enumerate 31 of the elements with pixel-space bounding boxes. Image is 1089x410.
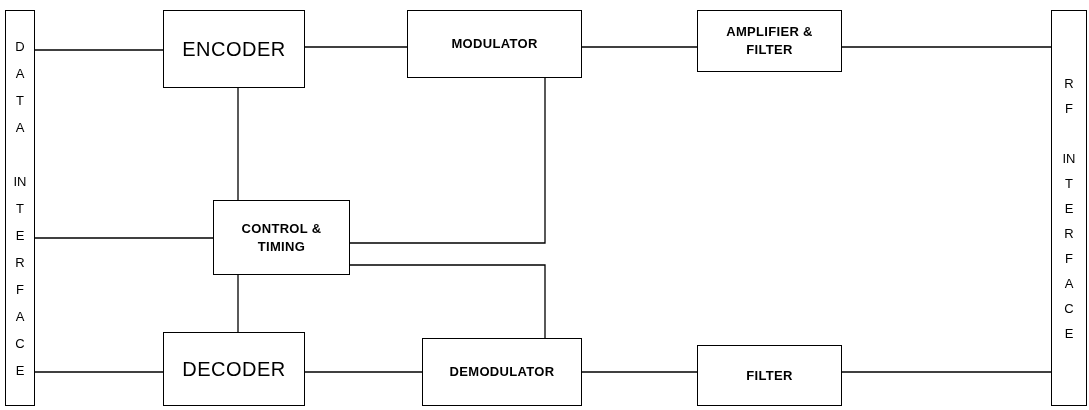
block-box (697, 345, 842, 406)
block-label: DEMODULATOR (448, 363, 556, 381)
connector-line (34, 49, 164, 51)
block-box (163, 10, 305, 88)
block-box (697, 10, 842, 72)
connector-line (34, 371, 164, 373)
interface-bar (5, 10, 35, 406)
connector-line (841, 46, 1052, 48)
connector-line (237, 87, 239, 201)
connector-line (581, 371, 698, 373)
vertical-label: RF INTERFACE (1062, 74, 1076, 343)
connector-line (304, 371, 423, 373)
connector-line (841, 371, 1052, 373)
block-label: FILTER (745, 366, 794, 385)
block-label: ENCODER (181, 37, 287, 62)
connector-line (349, 264, 546, 339)
block-label: CONTROL & TIMING (240, 219, 323, 256)
block-label: MODULATOR (450, 35, 539, 53)
connector-line (34, 237, 214, 239)
connector-line (304, 46, 408, 48)
block-box (407, 10, 582, 78)
block-label: AMPLIFIER & FILTER (725, 23, 814, 59)
block-label: DECODER (181, 357, 287, 382)
connector-line (581, 46, 698, 48)
connector-line (349, 77, 546, 244)
block-box (422, 338, 582, 406)
connector-line (237, 274, 239, 333)
vertical-label: DATA INTERFACE (13, 37, 27, 380)
block-box (213, 200, 350, 275)
block-box (163, 332, 305, 406)
interface-bar (1051, 10, 1087, 406)
